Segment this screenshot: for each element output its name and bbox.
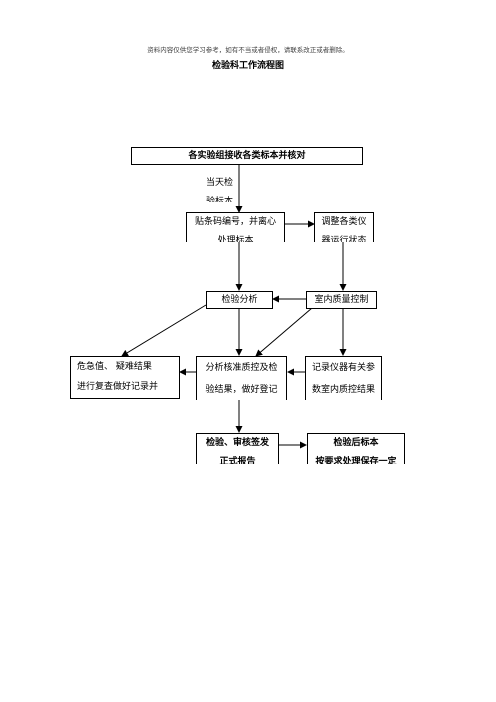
document-title: 检验科工作流程图 — [211, 61, 284, 71]
adjust-line2: 器运行状态 — [321, 236, 367, 242]
analysis-label: 检验分析 — [221, 295, 258, 305]
post-line1: 检验后标本 — [333, 438, 379, 448]
record-line2: 数室内质控结果 — [311, 385, 375, 395]
verify-line1: 分析核准质控及检 — [205, 363, 278, 373]
same-day-note: 当天检 验标本 — [206, 174, 246, 202]
same-day-line2: 验标本 — [206, 197, 234, 202]
same-day-line1: 当天检 — [206, 178, 234, 188]
verify-box: 分析核准质控及检 验结果，做好登记 — [196, 356, 287, 400]
adjust-line1: 调整各类仪 — [321, 217, 367, 227]
receive-box: 各实验组接收各类标本并核对 — [131, 147, 363, 165]
analysis-box: 检验分析 — [206, 291, 273, 309]
barcode-line1: 贴条码编号，并离心 — [194, 217, 276, 227]
post-line2: 按要求处理保存一定 — [315, 457, 397, 464]
qc-box: 室内质量控制 — [306, 291, 377, 309]
barcode-box: 贴条码编号，并离心 处理标本 — [186, 212, 285, 242]
record-box: 记录仪器有关参 数室内质控结果 — [305, 356, 382, 400]
critical-line2: 进行复查做好记录并 — [77, 382, 159, 392]
barcode-line2: 处理标本 — [217, 236, 254, 242]
critical-box: 危急值、 疑难结果 进行复查做好记录并 — [70, 356, 180, 399]
receive-label: 各实验组接收各类标本并核对 — [188, 151, 306, 161]
adjust-box: 调整各类仪 器运行状态 — [314, 212, 374, 242]
disclaimer-text: 资料内容仅供您学习参考，如有不当或者侵权，请联系改正或者删除。 — [147, 46, 349, 54]
qc-label: 室内质量控制 — [314, 295, 369, 305]
post-box: 检验后标本 按要求处理保存一定 — [307, 433, 405, 464]
review-line2: 正式报告 — [219, 457, 256, 464]
verify-line2: 验结果，做好登记 — [205, 385, 278, 395]
review-box: 检验、审核签发 正式报告 — [196, 433, 279, 464]
arrow-analysis-to-critical — [121, 304, 207, 357]
critical-line1: 危急值、 疑难结果 — [77, 362, 152, 372]
record-line1: 记录仪器有关参 — [311, 363, 375, 373]
review-line1: 检验、审核签发 — [205, 438, 269, 448]
arrow-qc-to-verify — [255, 307, 313, 357]
